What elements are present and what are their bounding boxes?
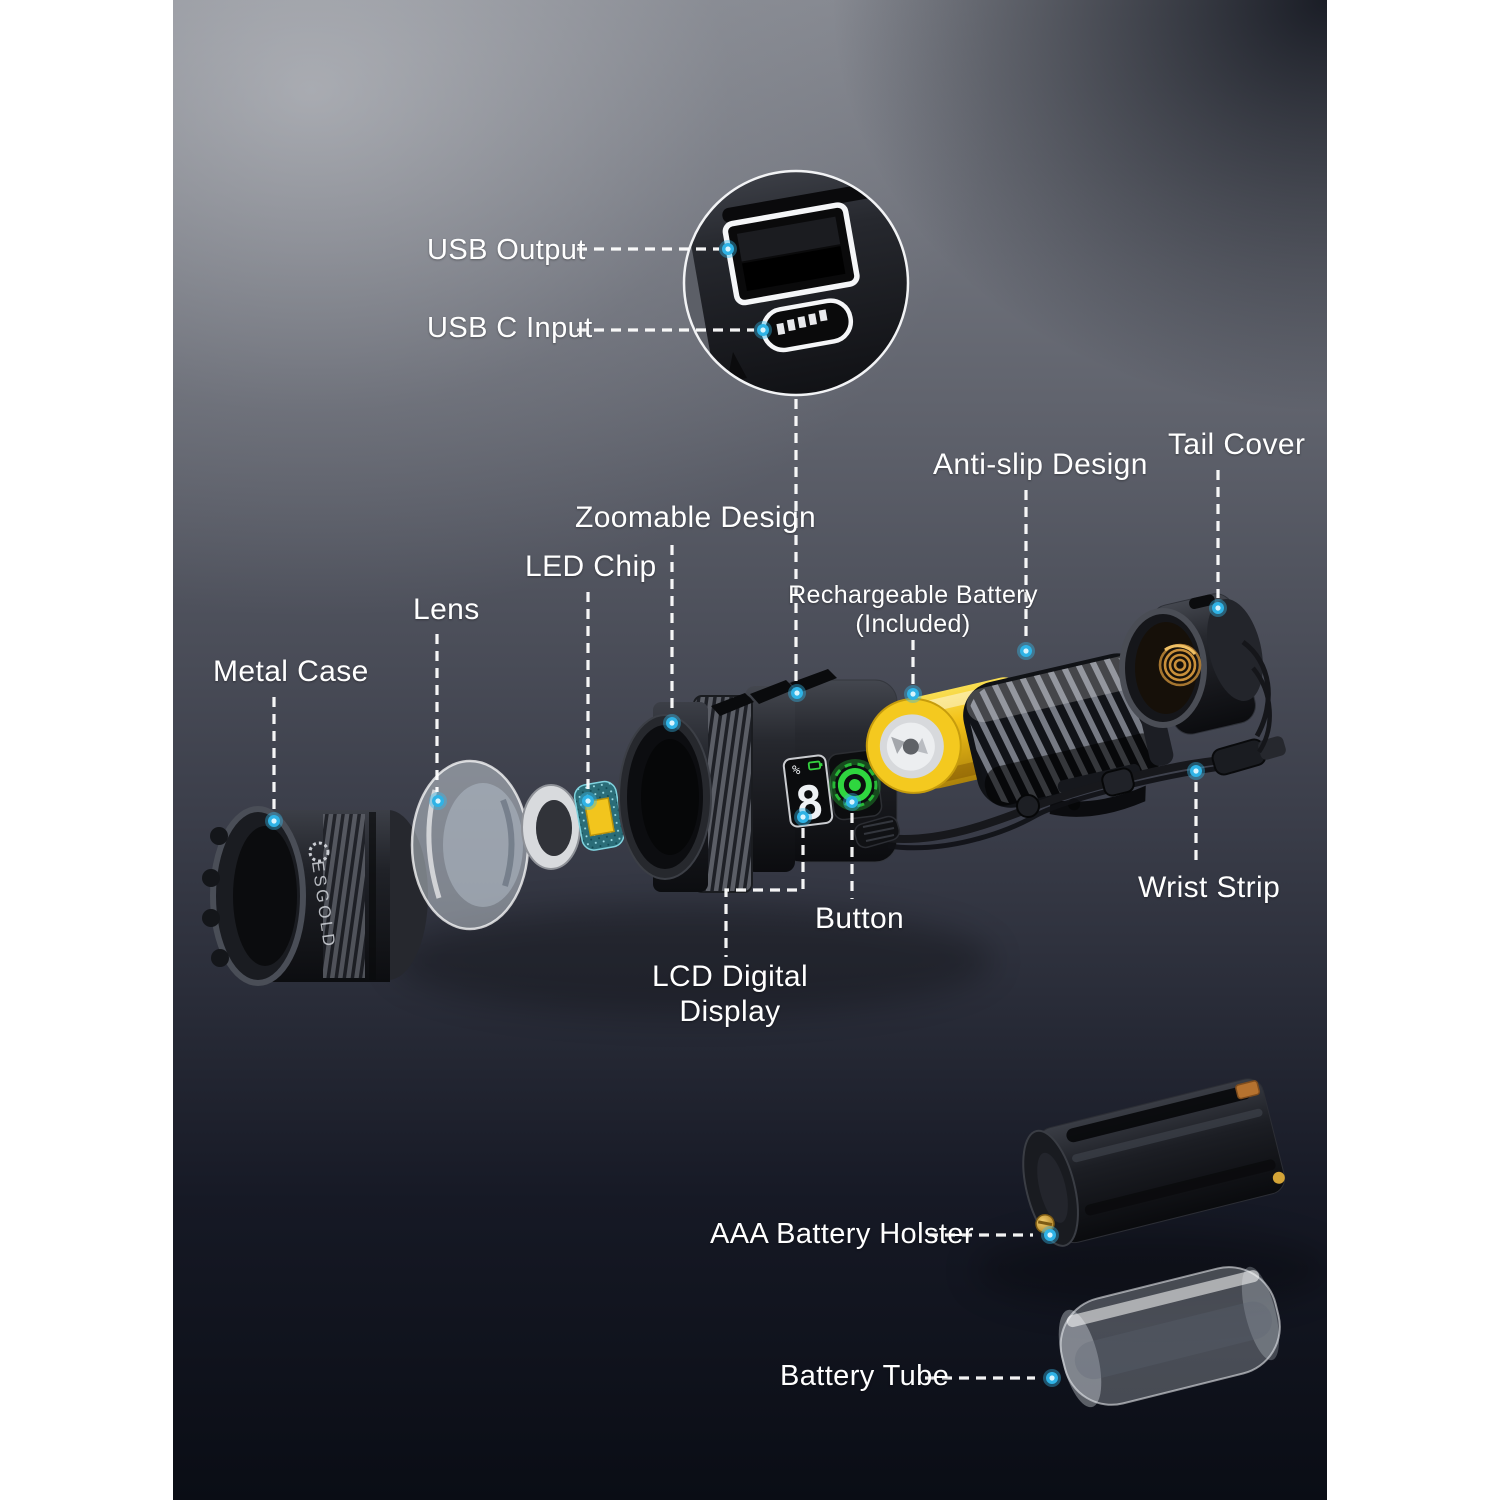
callout-dot xyxy=(754,321,772,339)
callout-dot xyxy=(265,812,283,830)
label-lens: Lens xyxy=(413,593,480,626)
label-rechargeable-battery: Rechargeable Battery (Included) xyxy=(788,581,1038,639)
usb-ports-inset xyxy=(682,169,910,397)
label-tail-cover: Tail Cover xyxy=(1168,428,1306,461)
strap-clasp xyxy=(1211,666,1286,776)
label-usb-output: USB Output xyxy=(427,234,586,266)
callout-dot xyxy=(1017,642,1035,660)
callout-dot xyxy=(1041,1226,1059,1244)
metal-ring-part xyxy=(521,784,581,870)
anti-slip-body-part xyxy=(963,653,1174,817)
lcd-percent-symbol: % xyxy=(792,763,802,779)
lcd-display: % 8 xyxy=(782,754,834,831)
label-metal-case: Metal Case xyxy=(213,655,369,688)
usb-c-port xyxy=(761,298,854,353)
callout-dot xyxy=(429,792,447,810)
wrist-strap-part xyxy=(853,639,1286,851)
soft-shadows xyxy=(393,905,1327,1310)
label-wrist-strip: Wrist Strip xyxy=(1138,871,1281,904)
label-zoomable-design: Zoomable Design xyxy=(575,501,817,534)
callout-dots xyxy=(265,240,1227,1387)
label-button: Button xyxy=(815,902,905,935)
label-led-chip: LED Chip xyxy=(525,550,657,583)
photo-background: ESGOLD xyxy=(173,0,1327,1500)
flashlight-head-part: % 8 xyxy=(618,669,898,893)
callout-dot xyxy=(579,792,597,810)
callout-dot xyxy=(1187,762,1205,780)
label-lcd-line1: LCD Digital xyxy=(651,960,809,993)
callout-dot xyxy=(794,808,812,826)
battery-tube-part xyxy=(1058,1266,1281,1408)
power-button xyxy=(827,749,883,821)
label-battery-tube: Battery Tube xyxy=(780,1360,950,1392)
lcd-digit: 8 xyxy=(792,774,826,831)
callout-dot xyxy=(788,684,806,702)
label-aaa-battery-holster: AAA Battery Holster xyxy=(710,1218,974,1250)
metal-case-part: ESGOLD xyxy=(202,806,428,986)
aaa-battery-holster-part xyxy=(1022,1078,1286,1247)
tail-cover-part xyxy=(1119,593,1263,735)
usb-a-port xyxy=(722,202,860,306)
led-chip-part xyxy=(573,780,625,851)
callout-dot xyxy=(904,685,922,703)
tail-spring xyxy=(1158,643,1202,687)
callout-dot xyxy=(843,793,861,811)
label-anti-slip-design: Anti-slip Design xyxy=(933,448,1148,481)
exploded-view-graphic: ESGOLD xyxy=(202,169,1327,1408)
label-rechargeable-battery-line2: (Included) xyxy=(855,609,971,638)
lens-part xyxy=(410,759,530,931)
callout-dot xyxy=(719,240,737,258)
leader-lines xyxy=(272,247,1220,1380)
callout-dot xyxy=(1209,599,1227,617)
holster-contact xyxy=(1235,1080,1261,1100)
callout-dot xyxy=(1043,1369,1061,1387)
label-rechargeable-battery-line1: Rechargeable Battery xyxy=(788,581,1038,609)
label-lcd-digital-display: LCD Digital Display xyxy=(652,960,808,1029)
label-lcd-line2: Display xyxy=(679,994,781,1028)
label-usb-c-input: USB C Input xyxy=(427,312,593,344)
callout-dot xyxy=(663,714,681,732)
